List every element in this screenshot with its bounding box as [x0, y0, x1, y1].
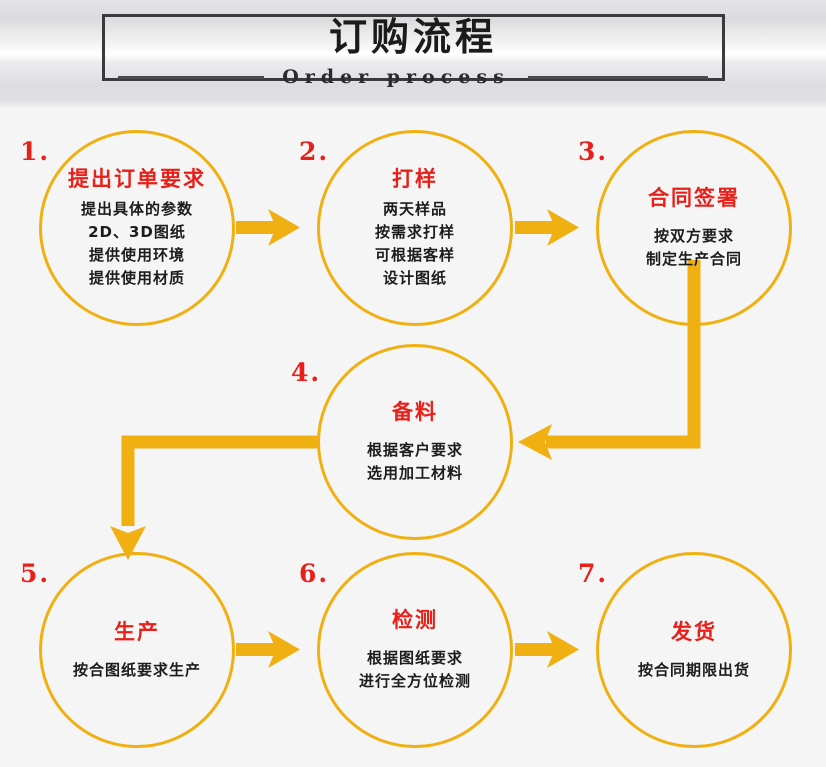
step-lines-6: 根据图纸要求 进行全方位检测: [359, 647, 471, 693]
step-title-5: 生产: [114, 619, 160, 644]
step-lines-5: 按合图纸要求生产: [73, 659, 201, 682]
step-number-3: 3.: [578, 137, 609, 166]
step-line: 选用加工材料: [366, 464, 463, 482]
step-node-5[interactable]: 生产 按合图纸要求生产: [39, 552, 235, 748]
step-title-6: 检测: [392, 608, 438, 632]
step-number-1: 1.: [20, 137, 51, 166]
step-line: 两天样品: [382, 200, 447, 218]
step-title-2: 打样: [392, 167, 438, 191]
arrow-step1-to-step2: [236, 209, 300, 246]
step-number-6: 6.: [299, 559, 330, 588]
step-title-1: 提出订单要求: [68, 167, 206, 191]
step-line: 设计图纸: [382, 269, 447, 287]
step-number-5: 5.: [20, 559, 51, 588]
step-line: 根据图纸要求: [366, 649, 463, 667]
step-lines-4: 根据客户要求 选用加工材料: [367, 439, 463, 485]
subtitle-rule-right: [527, 75, 708, 79]
step-line: 可根据客样: [374, 246, 455, 264]
page-title: 订购流程: [328, 15, 497, 59]
step-node-6[interactable]: 检测 根据图纸要求 进行全方位检测: [317, 552, 513, 748]
flow-canvas: 1. 提出订单要求 提出具体的参数 2D、3D图纸 提供使用环境 提供使用材质 …: [0, 108, 826, 767]
arrow-step4-to-step5: [110, 435, 318, 560]
step-line: 2D、3D图纸: [88, 223, 186, 241]
header-frame: [102, 14, 725, 81]
arrow-step5-to-step6: [236, 631, 300, 668]
step-number-2: 2.: [299, 137, 330, 166]
step-number-4: 4.: [291, 358, 322, 387]
step-lines-7: 按合同期限出货: [638, 659, 750, 682]
step-number-7: 7.: [578, 559, 609, 588]
step-node-1[interactable]: 提出订单要求 提出具体的参数 2D、3D图纸 提供使用环境 提供使用材质: [39, 130, 235, 326]
step-line: 按合同期限出货: [637, 660, 750, 679]
subtitle-rule-left: [118, 75, 265, 79]
step-line: 进行全方位检测: [358, 672, 471, 690]
step-line: 提供使用材质: [88, 269, 185, 287]
page-subtitle: Order process: [282, 66, 510, 88]
step-line: 按双方要求: [653, 227, 734, 245]
step-title-4: 备料: [392, 400, 438, 424]
step-line: 按合图纸要求生产: [72, 660, 201, 679]
step-title-7: 发货: [671, 619, 717, 644]
header-band: 订购流程 Order process: [0, 0, 826, 108]
step-lines-1: 提出具体的参数 2D、3D图纸 提供使用环境 提供使用材质: [81, 198, 193, 290]
step-node-7[interactable]: 发货 按合同期限出货: [596, 552, 792, 748]
step-lines-2: 两天样品 按需求打样 可根据客样 设计图纸: [375, 198, 455, 290]
step-lines-3: 按双方要求 制定生产合同: [646, 225, 742, 271]
arrow-step2-to-step3: [515, 209, 579, 246]
step-node-3[interactable]: 合同签署 按双方要求 制定生产合同: [596, 130, 792, 326]
step-node-2[interactable]: 打样 两天样品 按需求打样 可根据客样 设计图纸: [317, 130, 513, 326]
arrow-step6-to-step7: [515, 631, 579, 668]
step-line: 提出具体的参数: [80, 200, 193, 218]
step-line: 制定生产合同: [645, 250, 742, 268]
connector-layer: [110, 209, 701, 668]
step-title-3: 合同签署: [648, 186, 740, 210]
step-line: 提供使用环境: [88, 246, 185, 264]
step-line: 根据客户要求: [366, 441, 463, 459]
step-line: 按需求打样: [374, 223, 455, 241]
step-node-4[interactable]: 备料 根据客户要求 选用加工材料: [317, 344, 513, 540]
subtitle-row: Order process: [0, 66, 826, 88]
